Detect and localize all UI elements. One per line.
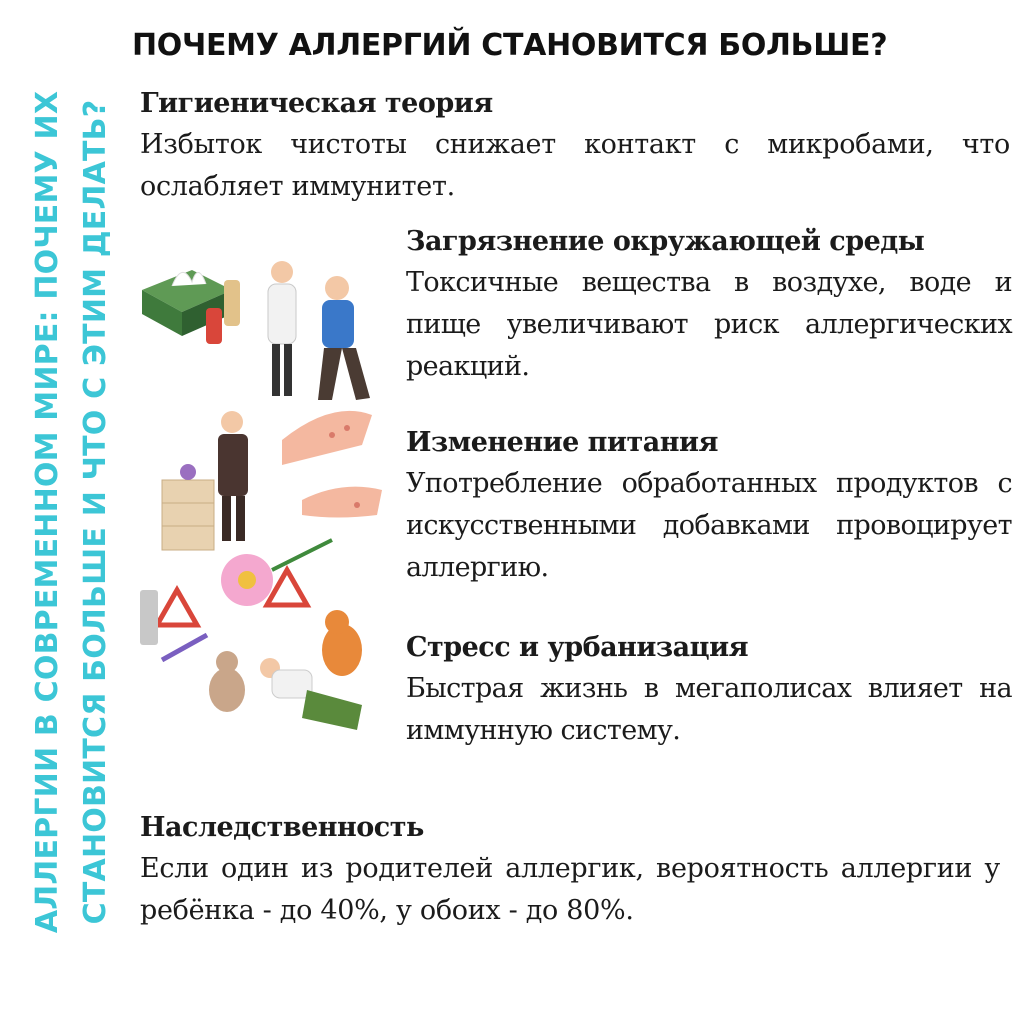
cat-icon <box>322 610 362 676</box>
doctor-figure <box>267 261 297 396</box>
bottle-icon <box>224 280 240 326</box>
section-text: Быстрая жизнь в мегаполисах влияет на им… <box>406 673 1013 746</box>
rash-hands-icon <box>282 410 382 518</box>
section-heredity: Наследственность Если один из родителей … <box>140 808 1000 932</box>
section-pollution: Загрязнение окружающей среды Токсичные в… <box>406 222 1013 388</box>
section-heading: Загрязнение окружающей среды <box>406 226 925 257</box>
section-stress: Стресс и урбанизация Быстрая жизнь в мег… <box>406 628 1013 752</box>
section-heading: Стресс и урбанизация <box>406 632 749 663</box>
flower-icon <box>221 538 333 606</box>
kneeling-person-figure <box>260 658 362 730</box>
section-heading: Наследственность <box>140 812 424 843</box>
sneezing-man-figure <box>218 411 248 541</box>
allergy-illustration <box>140 261 382 730</box>
dresser-icon <box>161 464 215 551</box>
section-heading: Изменение питания <box>406 427 718 458</box>
cat-icon <box>209 651 245 712</box>
section-text: Употребление обработанных продуктов с ис… <box>406 468 1013 583</box>
section-hygiene: Гигиеническая теория Избыток чистоты сни… <box>140 84 1010 208</box>
patient-figure <box>318 276 370 400</box>
section-nutrition: Изменение питания Употребление обработан… <box>406 423 1013 589</box>
bottle-icon <box>206 308 222 344</box>
side-heading-line-1: Аллергии в современном мире: почему их <box>30 90 65 934</box>
section-text: Избыток чистоты снижает контакт с микроб… <box>140 129 1010 202</box>
side-heading-line-2: становится больше и что с этим делать? <box>78 99 113 925</box>
page-title: ПОЧЕМУ АЛЛЕРГИЙ СТАНОВИТСЯ БОЛЬШЕ? <box>132 28 888 63</box>
vial-icon <box>140 590 158 645</box>
warning-icon <box>152 564 312 628</box>
section-text: Если один из родителей аллергик, вероятн… <box>140 853 1000 926</box>
section-text: Токсичные вещества в воздухе, воде и пищ… <box>406 267 1013 382</box>
side-heading: Аллергии в современном мире: почему их с… <box>24 47 120 977</box>
section-heading: Гигиеническая теория <box>140 88 493 119</box>
syringe-icon <box>160 632 209 663</box>
